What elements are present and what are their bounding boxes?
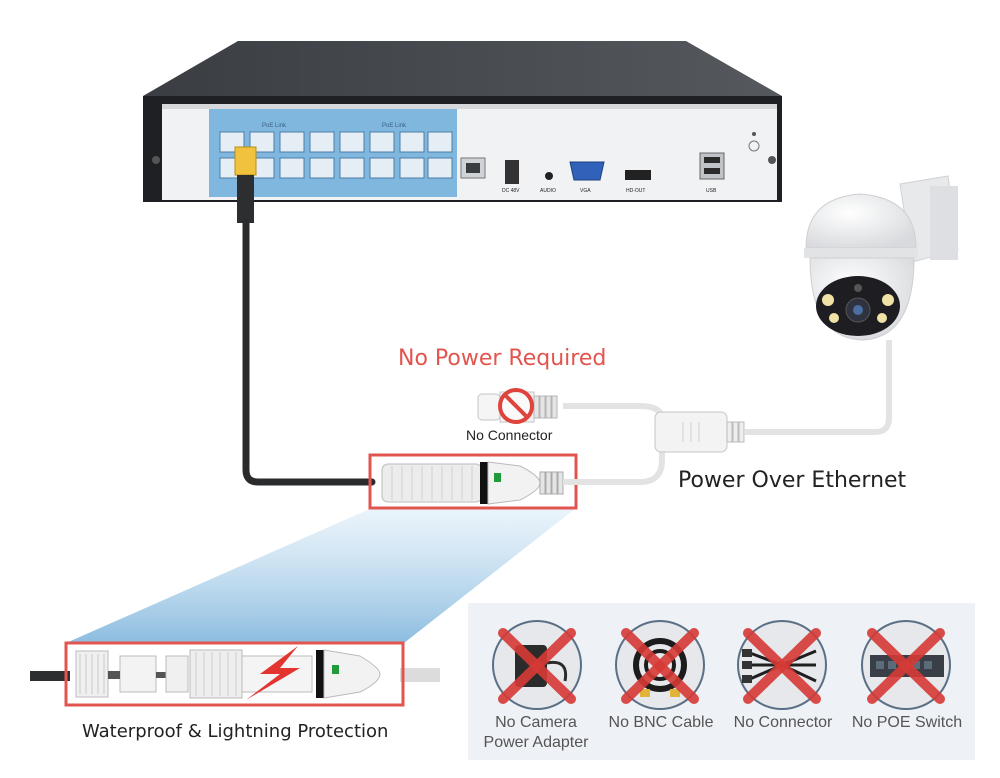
- caption-line: No Connector: [733, 714, 833, 731]
- lightning-bolt-icon: [246, 646, 300, 700]
- usb-label: USB: [706, 188, 717, 194]
- caption-line: No Camera: [495, 714, 577, 731]
- poe-splitter: [654, 411, 745, 453]
- power-adapter-icon: [492, 620, 582, 710]
- white-cable: [563, 340, 892, 485]
- caption-line: No BNC Cable: [608, 714, 714, 731]
- no-connector-label: No Connector: [466, 427, 553, 443]
- ethernet-cable: [234, 146, 376, 486]
- poe-switch-icon: [861, 620, 951, 710]
- waterproof-connector: [381, 461, 564, 505]
- panel-caption-4: No POE Switch: [844, 713, 970, 733]
- vga-label: VGA: [580, 188, 591, 194]
- zoom-highlight-box: [64, 641, 405, 707]
- dc-connector-crossed: [477, 388, 558, 424]
- audio-label: AUDIO: [540, 188, 556, 194]
- caption-line: No POE Switch: [851, 714, 963, 731]
- panel-item-connector: No Connector: [720, 603, 846, 760]
- ptz-camera: [804, 175, 959, 341]
- zoom-beam: [66, 508, 576, 643]
- panel-caption-3: No Connector: [720, 713, 846, 733]
- panel-item-bnc-cable: No BNC Cable: [598, 603, 724, 760]
- bnc-cable-icon: [615, 620, 705, 710]
- dc-label: DC 48V: [502, 188, 520, 194]
- caption-line: Power Adapter: [483, 734, 589, 751]
- zoomed-cable: [30, 646, 440, 700]
- hdmi-port: [625, 170, 651, 180]
- panel-item-poe-switch: No POE Switch: [844, 603, 970, 760]
- audio-port: [545, 172, 553, 180]
- dc-jack: [505, 160, 519, 184]
- poe-link-label-2: PoE Link: [382, 123, 407, 129]
- poe-link-label-1: PoE Link: [262, 123, 287, 129]
- splitter-connector-icon: [737, 620, 827, 710]
- hdout-label: HD-OUT: [626, 188, 645, 194]
- panel-caption-2: No BNC Cable: [598, 713, 724, 733]
- power-over-ethernet-label: Power Over Ethernet: [678, 468, 907, 493]
- usb-port: [699, 152, 725, 180]
- no-power-required-label: No Power Required: [398, 346, 607, 371]
- vga-port: [569, 161, 605, 181]
- waterproof-label: Waterproof & Lightning Protection: [82, 721, 389, 742]
